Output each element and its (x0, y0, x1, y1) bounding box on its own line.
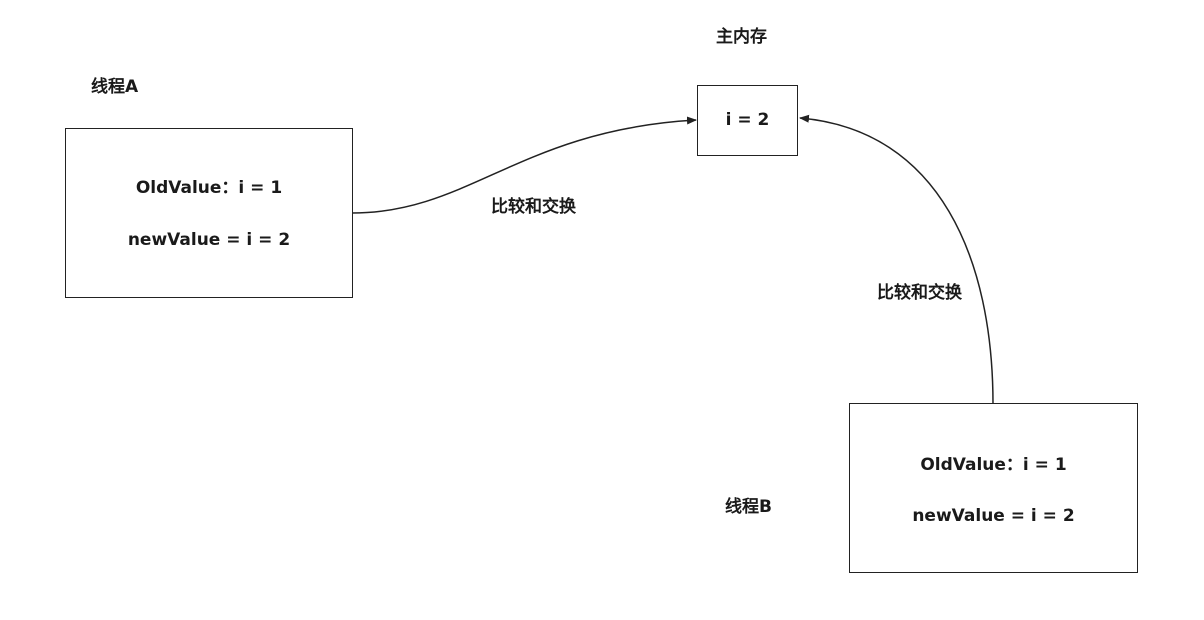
thread-a-old-value: OldValue：i = 1 (135, 178, 283, 198)
thread-a-title: 线程A (91, 77, 139, 97)
thread-a-box: OldValue：i = 1 newValue = i = 2 (65, 128, 353, 298)
main-memory-value: i = 2 (725, 110, 770, 130)
thread-b-title: 线程B (725, 497, 772, 517)
thread-b-new-value: newValue = i = 2 (912, 506, 1075, 526)
thread-a-new-value: newValue = i = 2 (127, 230, 291, 250)
thread-b-old-value: OldValue：i = 1 (920, 455, 1067, 475)
edge-label-thread-b: 比较和交换 (877, 283, 962, 303)
edge-thread-a-to-memory (351, 116, 697, 214)
edge-thread-b-to-memory (799, 114, 994, 405)
main-memory-title: 主内存 (716, 27, 767, 47)
main-memory-box: i = 2 (697, 85, 798, 156)
edge-label-thread-a: 比较和交换 (491, 197, 576, 217)
thread-b-box: OldValue：i = 1 newValue = i = 2 (849, 403, 1138, 573)
